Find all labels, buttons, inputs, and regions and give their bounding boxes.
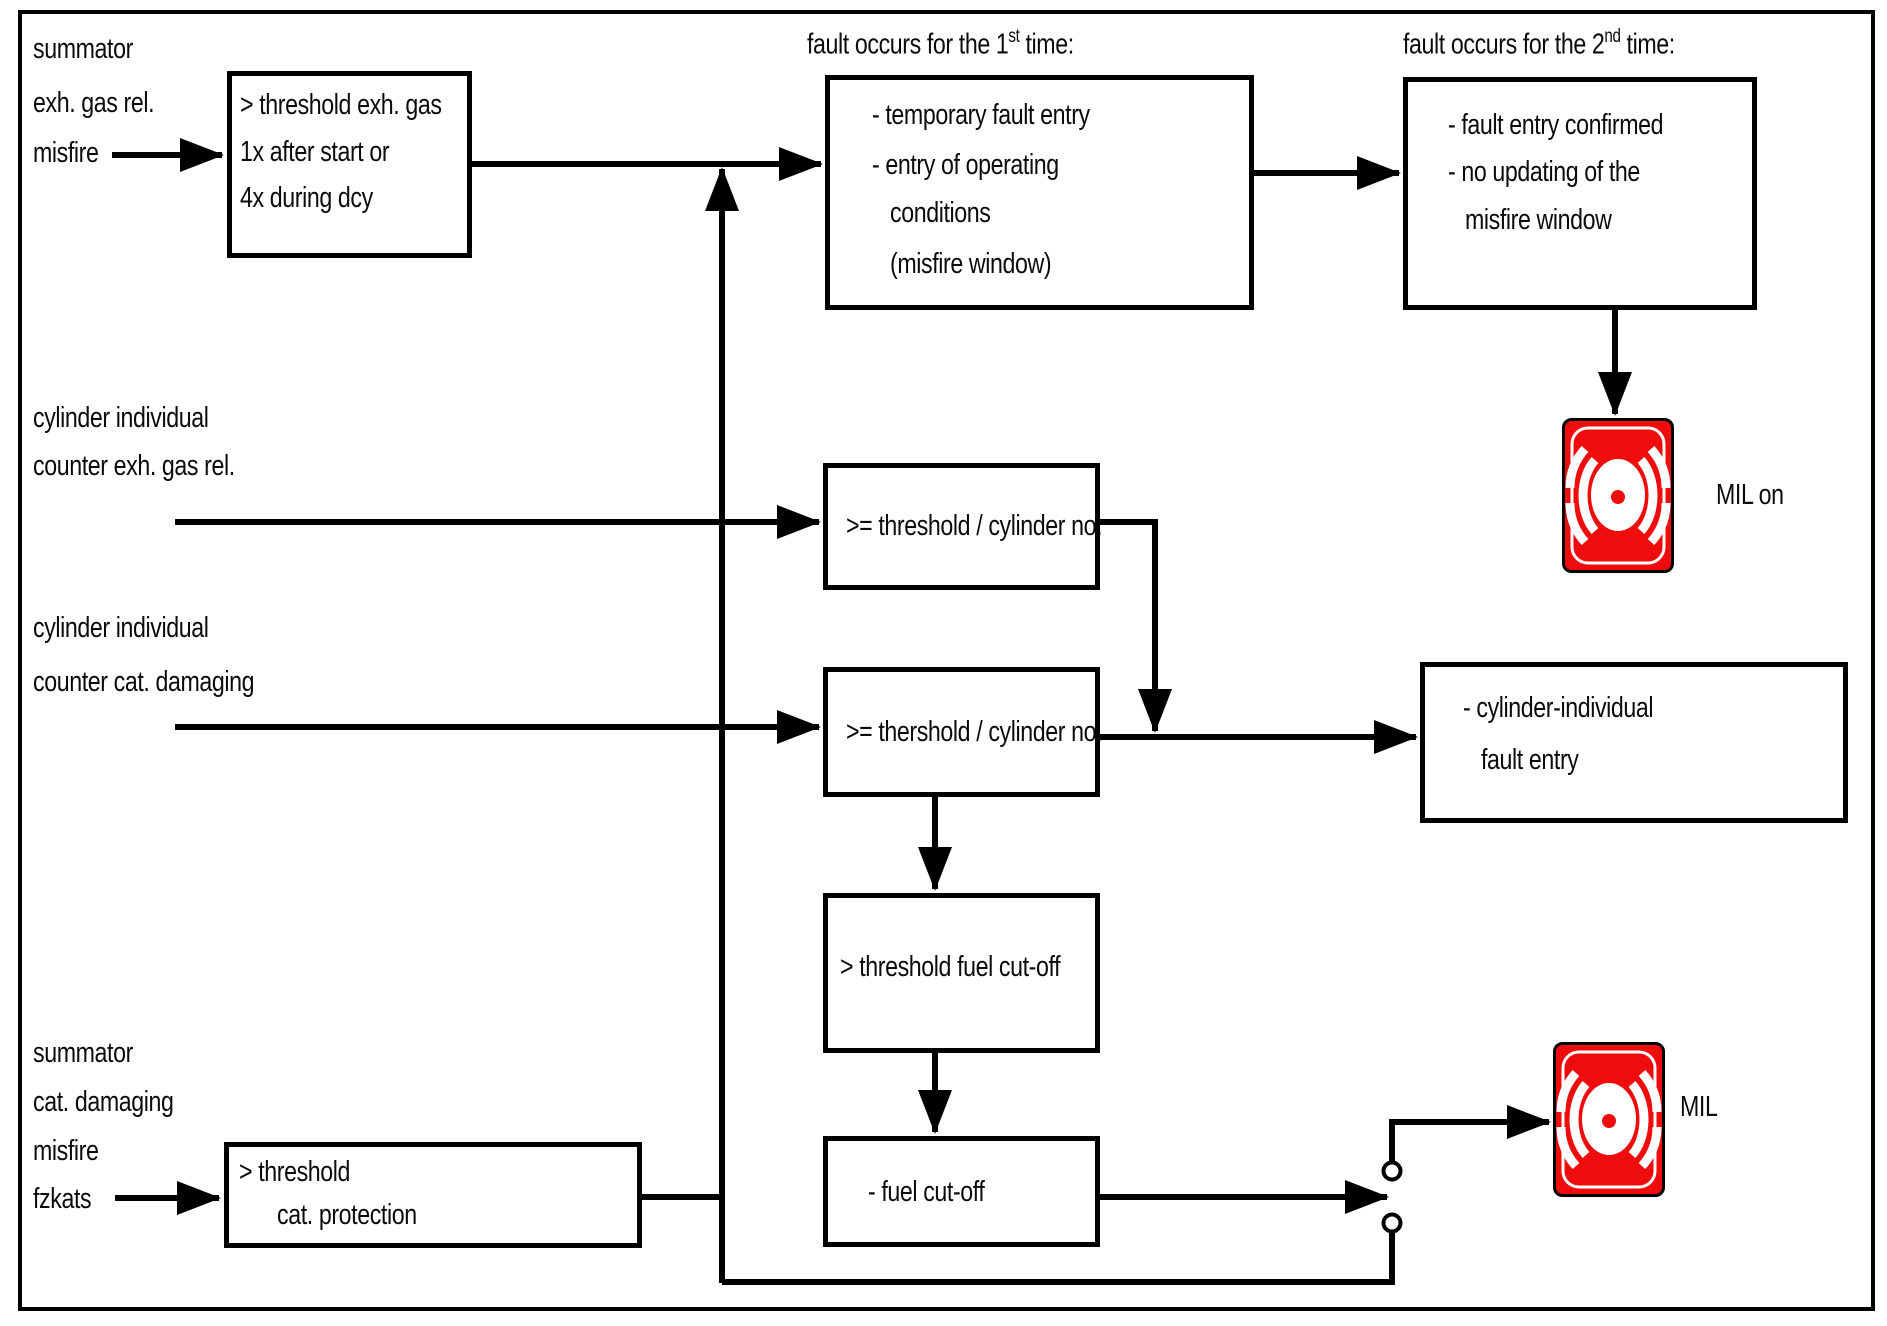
box-line: >= threshold / cylinder no.: [846, 510, 1103, 542]
label-summator-cat-1: summator: [33, 1037, 133, 1069]
header-first-text: fault occurs for the 1: [807, 28, 1009, 61]
label-summator-cat-4: fzkats: [33, 1183, 92, 1215]
connector-bottom-run-to-switch: [722, 1233, 1395, 1285]
box-line: > threshold exh. gas: [240, 89, 442, 121]
switch-contact-bottom: [1381, 1212, 1403, 1234]
label-summator-exh-1: summator: [33, 33, 133, 65]
header-first-tail: time:: [1019, 28, 1074, 61]
box-line: - cylinder-individual: [1463, 692, 1654, 724]
label-summator-cat-2: cat. damaging: [33, 1086, 174, 1118]
box-cylinder-individual-fault-entry: - cylinder-individual fault entry: [1420, 662, 1848, 823]
box-fuel-cutoff: - fuel cut-off: [823, 1136, 1100, 1247]
box-line: - fault entry confirmed: [1448, 109, 1664, 141]
label-counter-exh-1: cylinder individual: [33, 402, 209, 434]
header-fault-first-time: fault occurs for the 1st time:: [807, 21, 1074, 61]
box-line: - no updating of the: [1448, 156, 1640, 188]
box-line: cat. protection: [277, 1199, 417, 1231]
mil-on-icon: [1564, 420, 1673, 572]
box-threshold-cylinder-cat: >= thershold / cylinder no.: [823, 667, 1103, 797]
box-line: 4x during dcy: [240, 182, 373, 214]
header-second-text: fault occurs for the 2: [1403, 28, 1605, 61]
connector-switch-to-mil: [1389, 1105, 1551, 1162]
header-first-superscript: st: [1008, 26, 1020, 47]
box-line: - fuel cut-off: [868, 1176, 985, 1208]
label-mil: MIL: [1680, 1091, 1718, 1123]
box-threshold-exh-gas: > threshold exh. gas 1x after start or 4…: [227, 71, 472, 258]
box-line: 1x after start or: [240, 136, 390, 168]
frame-border: [18, 10, 1875, 1311]
header-second-superscript: nd: [1604, 26, 1621, 47]
box-threshold-fuel-cutoff: > threshold fuel cut-off: [823, 893, 1100, 1053]
box-line: conditions: [890, 197, 991, 229]
box-line: > threshold: [239, 1156, 351, 1188]
label-mil-on: MIL on: [1716, 479, 1784, 511]
box-line: - temporary fault entry: [872, 99, 1090, 131]
label-summator-cat-3: misfire: [33, 1135, 99, 1167]
box-line: > threshold fuel cut-off: [840, 951, 1061, 983]
header-fault-second-time: fault occurs for the 2nd time:: [1403, 21, 1675, 61]
label-counter-cat-1: cylinder individual: [33, 612, 209, 644]
label-counter-cat-2: counter cat. damaging: [33, 666, 255, 698]
label-summator-exh-2: exh. gas rel.: [33, 87, 155, 119]
box-line: misfire window: [1465, 204, 1612, 236]
label-counter-exh-2: counter exh. gas rel.: [33, 450, 235, 482]
box-temporary-fault-entry: - temporary fault entry - entry of opera…: [825, 75, 1254, 310]
box-threshold-cylinder-exh: >= threshold / cylinder no.: [823, 463, 1103, 590]
mil-icon: [1555, 1044, 1664, 1196]
box-line: (misfire window): [890, 248, 1052, 280]
header-second-tail: time:: [1620, 28, 1676, 61]
label-summator-exh-3: misfire: [33, 137, 99, 169]
box-line: - entry of operating: [872, 149, 1059, 181]
box-line: >= thershold / cylinder no.: [846, 716, 1103, 748]
connector-cyl-exh-to-junction: [1100, 519, 1172, 733]
box-line: fault entry: [1481, 744, 1579, 776]
box-threshold-cat-protection: > threshold cat. protection: [224, 1142, 642, 1248]
switch-contact-top: [1381, 1160, 1403, 1182]
box-fault-entry-confirmed: - fault entry confirmed - no updating of…: [1403, 77, 1757, 310]
